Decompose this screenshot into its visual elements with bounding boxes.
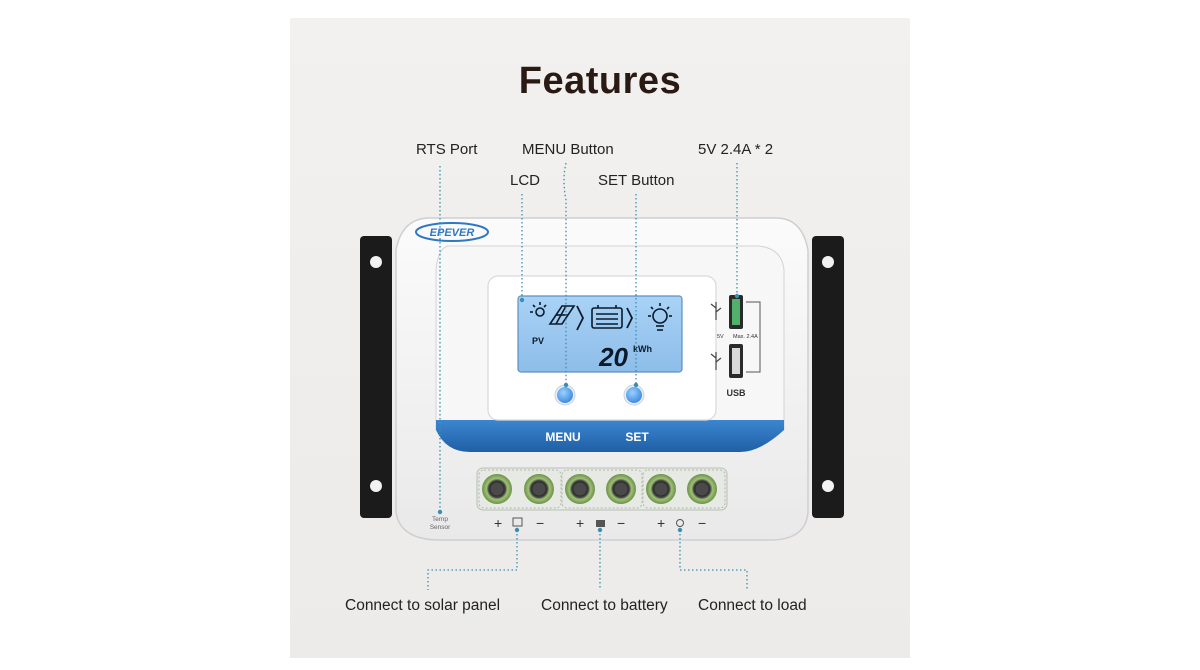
- menu-band-label: MENU: [545, 430, 580, 444]
- brand-text: EPEVER: [430, 227, 475, 239]
- terminal-load-positive[interactable]: [646, 474, 676, 504]
- arrow-icon: [576, 305, 585, 331]
- menu-button[interactable]: [554, 384, 576, 406]
- label-set-button: SET Button: [598, 172, 675, 189]
- plus-sign-icon: +: [657, 515, 665, 531]
- usb-5v-label: 5V: [717, 334, 724, 340]
- callout-lines: [427, 162, 748, 590]
- right-mounting-bracket: [812, 236, 844, 518]
- usb-bracket-line: [746, 301, 761, 373]
- lcd-unit: kWh: [633, 344, 652, 354]
- usb-port-top[interactable]: [729, 295, 743, 329]
- temp-sensor-label-1: Temp: [432, 516, 448, 523]
- bulb-icon-small: [676, 519, 684, 527]
- label-rts-port: RTS Port: [416, 141, 478, 158]
- terminal-battery-negative[interactable]: [606, 474, 636, 504]
- temp-sensor-label-2: Sensor: [430, 524, 451, 531]
- brand-logo: EPEVER: [415, 222, 489, 242]
- lcd-value: 20: [598, 342, 628, 372]
- label-connect-solar: Connect to solar panel: [345, 597, 501, 614]
- terminal-battery-positive[interactable]: [565, 474, 595, 504]
- battery-icon: [591, 305, 623, 329]
- callout-dots: [437, 293, 740, 533]
- load-bulb-icon: [648, 303, 672, 331]
- plus-sign-icon: +: [494, 515, 502, 531]
- terminal-load-negative[interactable]: [687, 474, 717, 504]
- label-connect-battery: Connect to battery: [541, 597, 668, 614]
- minus-sign-icon: −: [536, 515, 544, 531]
- lcd-screen: PV 20 kWh: [517, 295, 683, 373]
- solar-panel-icon-small: [512, 517, 523, 527]
- plus-sign-icon: +: [576, 515, 584, 531]
- terminal-solar-positive[interactable]: [482, 474, 512, 504]
- minus-sign-icon: −: [698, 515, 706, 531]
- left-mounting-bracket: [360, 236, 392, 518]
- set-button[interactable]: [623, 384, 645, 406]
- set-band-label: SET: [625, 430, 649, 444]
- page-title: Features: [518, 60, 682, 102]
- terminal-solar-negative[interactable]: [524, 474, 554, 504]
- polarity-marks: + − + − + −: [494, 515, 706, 531]
- usb-max-label: Max. 2.4A: [733, 334, 758, 340]
- lcd-pv-label: PV: [532, 336, 544, 346]
- usb-label: USB: [726, 388, 746, 398]
- label-usb-spec: 5V 2.4A * 2: [698, 141, 774, 158]
- minus-sign-icon: −: [617, 515, 625, 531]
- label-lcd: LCD: [510, 172, 541, 189]
- battery-icon-small: [596, 520, 605, 527]
- control-band: [436, 420, 784, 452]
- arrow-icon-2: [626, 307, 634, 329]
- usb-symbol-icon: [710, 302, 722, 370]
- usb-port-bottom[interactable]: [729, 344, 743, 378]
- label-menu-button: MENU Button: [522, 141, 614, 158]
- label-connect-load: Connect to load: [698, 597, 807, 614]
